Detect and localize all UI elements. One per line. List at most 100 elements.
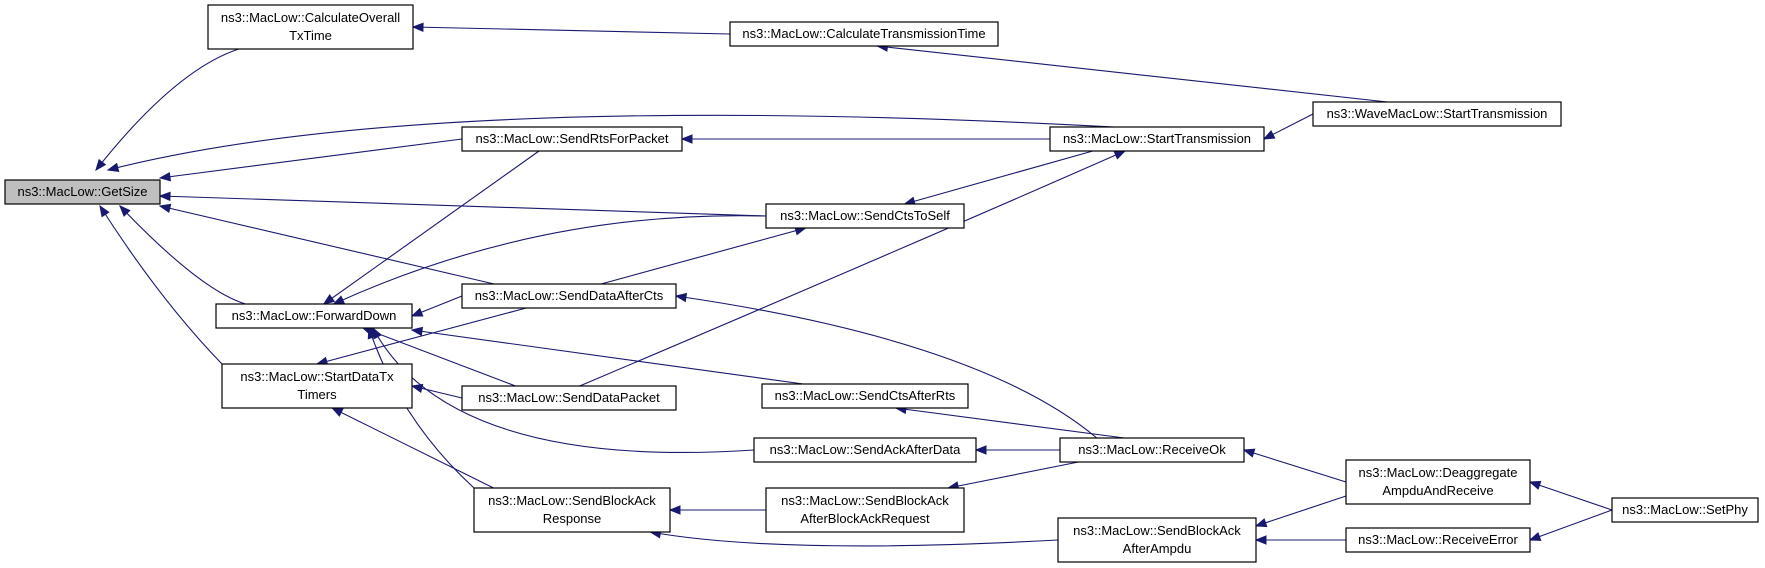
node-sendctsself[interactable]: ns3::MacLow::SendCtsToSelf [765,203,965,229]
node-senddatapacket[interactable]: ns3::MacLow::SendDataPacket [461,385,677,411]
node-label: ns3::MacLow::SendDataAfterCts [475,288,664,303]
node-label: ns3::MacLow::SendAckAfterData [770,442,962,457]
edge-sendblockackresp-to-startdatatx [331,407,494,489]
arrowhead-forwarddown [332,295,346,305]
node-label: ns3::MacLow::ForwardDown [232,308,397,323]
node-box [729,21,999,47]
node-label: ns3::MacLow::CalculateOverall [221,10,400,25]
edge-starttrans-to-getsize [107,114,1115,171]
arrowhead-senddataafter [674,292,688,303]
node-label: Timers [297,387,337,402]
arrowhead-sendblockackampdu [1254,518,1268,528]
edge-sendctsself-to-getsize [159,195,767,217]
arrowhead-sendackafterdata [974,445,987,455]
node-label: ns3::MacLow::StartDataTx [240,369,394,384]
node-label: AfterBlockAckRequest [800,511,930,526]
edge-deaggregate-to-receiveok [1243,449,1347,483]
edge-senddatapacket-to-forwarddown [362,327,516,387]
arrowhead-forwarddown [367,326,377,340]
node-forwarddown[interactable]: ns3::MacLow::ForwardDown [215,303,413,329]
node-box [765,487,965,533]
arrowhead-getsize [119,205,131,217]
arrowhead-deaggregate [1528,480,1542,490]
node-wavestart[interactable]: ns3::WaveMacLow::StartTransmission [1312,101,1562,127]
edge-senddataafter-to-sendctsself [600,227,806,285]
node-label: ns3::MacLow::SendBlockAck [781,493,949,508]
edge-wavestart-to-calctrans [877,45,1388,103]
edge-starttrans-to-sendctsself [904,150,1093,205]
node-receiveok[interactable]: ns3::MacLow::ReceiveOk [1059,437,1245,463]
arrowhead-getsize [95,158,107,172]
node-label: ns3::MacLow::SendRtsForPacket [476,131,669,146]
arrowhead-startdatatx [330,407,344,417]
arrowhead-receiveerror [1528,531,1542,541]
arrowhead-receiveok [1242,448,1256,458]
edge-sendrts-to-getsize [159,138,463,179]
node-sendctsafterrts[interactable]: ns3::MacLow::SendCtsAfterRts [761,383,969,409]
edge-deaggregate-to-sendblockackampdu [1255,495,1347,527]
nodes-layer: ns3::MacLow::GetSize ns3::MacLow::Calcula… [4,4,1759,563]
node-box [207,4,414,50]
arrowhead-starttrans [1262,130,1276,140]
node-label: ns3::MacLow::ReceiveError [1358,532,1518,547]
node-box [461,283,677,309]
node-label: AfterAmpdu [1123,541,1192,556]
arrowhead-getsize [106,162,120,172]
node-label: ns3::MacLow::SendDataPacket [478,390,660,405]
node-label: ns3::MacLow::SendBlockAck [488,493,656,508]
arrowhead-getsize [99,204,110,218]
node-senddataafter[interactable]: ns3::MacLow::SendDataAfterCts [461,283,677,309]
node-box [765,203,965,229]
node-box [761,383,969,409]
node-label: ns3::MacLow::ReceiveOk [1078,442,1226,457]
arrowhead-getsize [158,171,172,182]
edge-receiveok-to-senddataafter [675,295,1098,439]
node-sendackafterdata[interactable]: ns3::MacLow::SendAckAfterData [753,437,977,463]
edge-receiveok-to-sendblockackreq [948,461,1079,489]
node-label: ns3::MacLow::SendCtsAfterRts [775,388,956,403]
arrowhead-sendblockackresp [668,505,681,515]
node-label: ns3::MacLow::Deaggregate [1359,465,1518,480]
edge-receiveok-to-sendctsafterrts [895,407,1125,439]
node-box [215,303,413,329]
node-box [473,487,671,533]
edge-senddataafter-to-startdatatx [316,307,527,365]
node-label: Response [543,511,602,526]
arrowhead-sendblockackampdu [1254,535,1267,545]
node-label: ns3::MacLow::StartTransmission [1063,131,1251,146]
arrowhead-forwarddown [322,294,336,305]
node-box [1345,459,1531,505]
node-box [1611,497,1759,523]
arrowhead-getsize [158,191,171,202]
edge-senddatapacket-to-starttrans [579,150,1126,387]
edges-layer [95,22,1613,547]
node-calctrans[interactable]: ns3::MacLow::CalculateTransmissionTime [729,21,999,47]
edge-sendctsafterrts-to-forwarddown [411,329,804,385]
node-setphy[interactable]: ns3::MacLow::SetPhy [1611,497,1759,523]
node-box [1345,527,1531,553]
node-label: ns3::MacLow::GetSize [17,184,147,199]
node-label: AmpduAndReceive [1382,483,1493,498]
node-label: ns3::MacLow::SendCtsToSelf [780,208,950,223]
node-label: ns3::WaveMacLow::StartTransmission [1327,106,1548,121]
node-box [1049,126,1265,152]
node-sendblockackreq[interactable]: ns3::MacLow::SendBlockAckAfterBlockAckRe… [765,487,965,533]
arrowhead-starttrans [1113,150,1127,160]
arrowhead-sendrts [680,134,693,144]
edge-startdatatx-to-getsize [99,205,223,365]
node-getsize[interactable]: ns3::MacLow::GetSize [4,179,161,205]
arrowhead-calcoverall [411,22,424,32]
node-starttrans[interactable]: ns3::MacLow::StartTransmission [1049,126,1265,152]
edge-setphy-to-deaggregate [1529,481,1613,511]
node-receiveerror[interactable]: ns3::MacLow::ReceiveError [1345,527,1531,553]
node-box [461,126,683,152]
edge-calctrans-to-calcoverall [412,26,731,35]
node-sendrts[interactable]: ns3::MacLow::SendRtsForPacket [461,126,683,152]
edge-forwarddown-to-getsize [119,205,246,305]
